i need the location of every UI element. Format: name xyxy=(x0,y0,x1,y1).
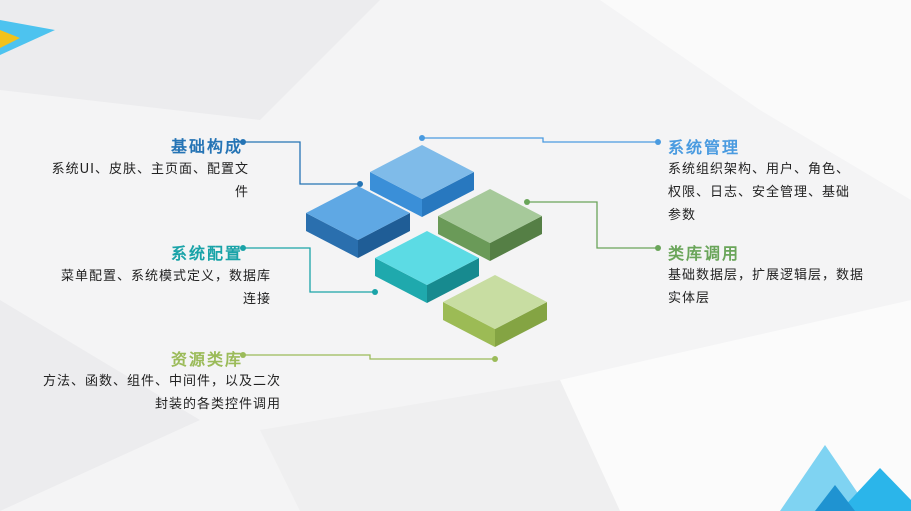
tile-xitongguanli xyxy=(370,145,474,217)
corner-triangles-bottom-right xyxy=(780,445,911,511)
connector-leiku xyxy=(527,201,658,249)
desc-leiku: 基础数据层，扩展逻辑层，数据实体层 xyxy=(668,268,865,306)
title-xitongpeizhi: 系统配置 xyxy=(170,244,243,263)
connector-dots xyxy=(240,135,661,362)
corner-triangles-top-left xyxy=(0,20,55,55)
connector-ziyuan xyxy=(243,354,495,360)
title-xitongguanli: 系统管理 xyxy=(668,138,741,157)
desc-ziyuan: 方法、函数、组件、中间件，以及二次封装的各类控件调用 xyxy=(42,374,281,412)
desc-xitongpeizhi: 菜单配置、系统模式定义，数据库连接 xyxy=(60,269,271,307)
connector-xitongguanli xyxy=(422,137,658,143)
title-ziyuan: 资源类库 xyxy=(170,350,243,369)
title-leiku: 类库调用 xyxy=(668,244,741,263)
tile-jichu xyxy=(306,186,410,258)
connector-jichu xyxy=(243,141,360,185)
tile-leiku xyxy=(438,189,542,261)
tile-xitongpeizhi xyxy=(375,231,479,303)
desc-xitongguanli: 系统组织架构、用户、角色、权限、日志、安全管理、基础参数 xyxy=(668,162,851,223)
connector-xitongpeizhi xyxy=(243,247,375,293)
tile-ziyuan xyxy=(443,275,547,347)
title-jichu: 基础构成 xyxy=(170,137,243,156)
desc-jichu: 系统UI、皮肤、主页面、配置文件 xyxy=(51,162,249,200)
